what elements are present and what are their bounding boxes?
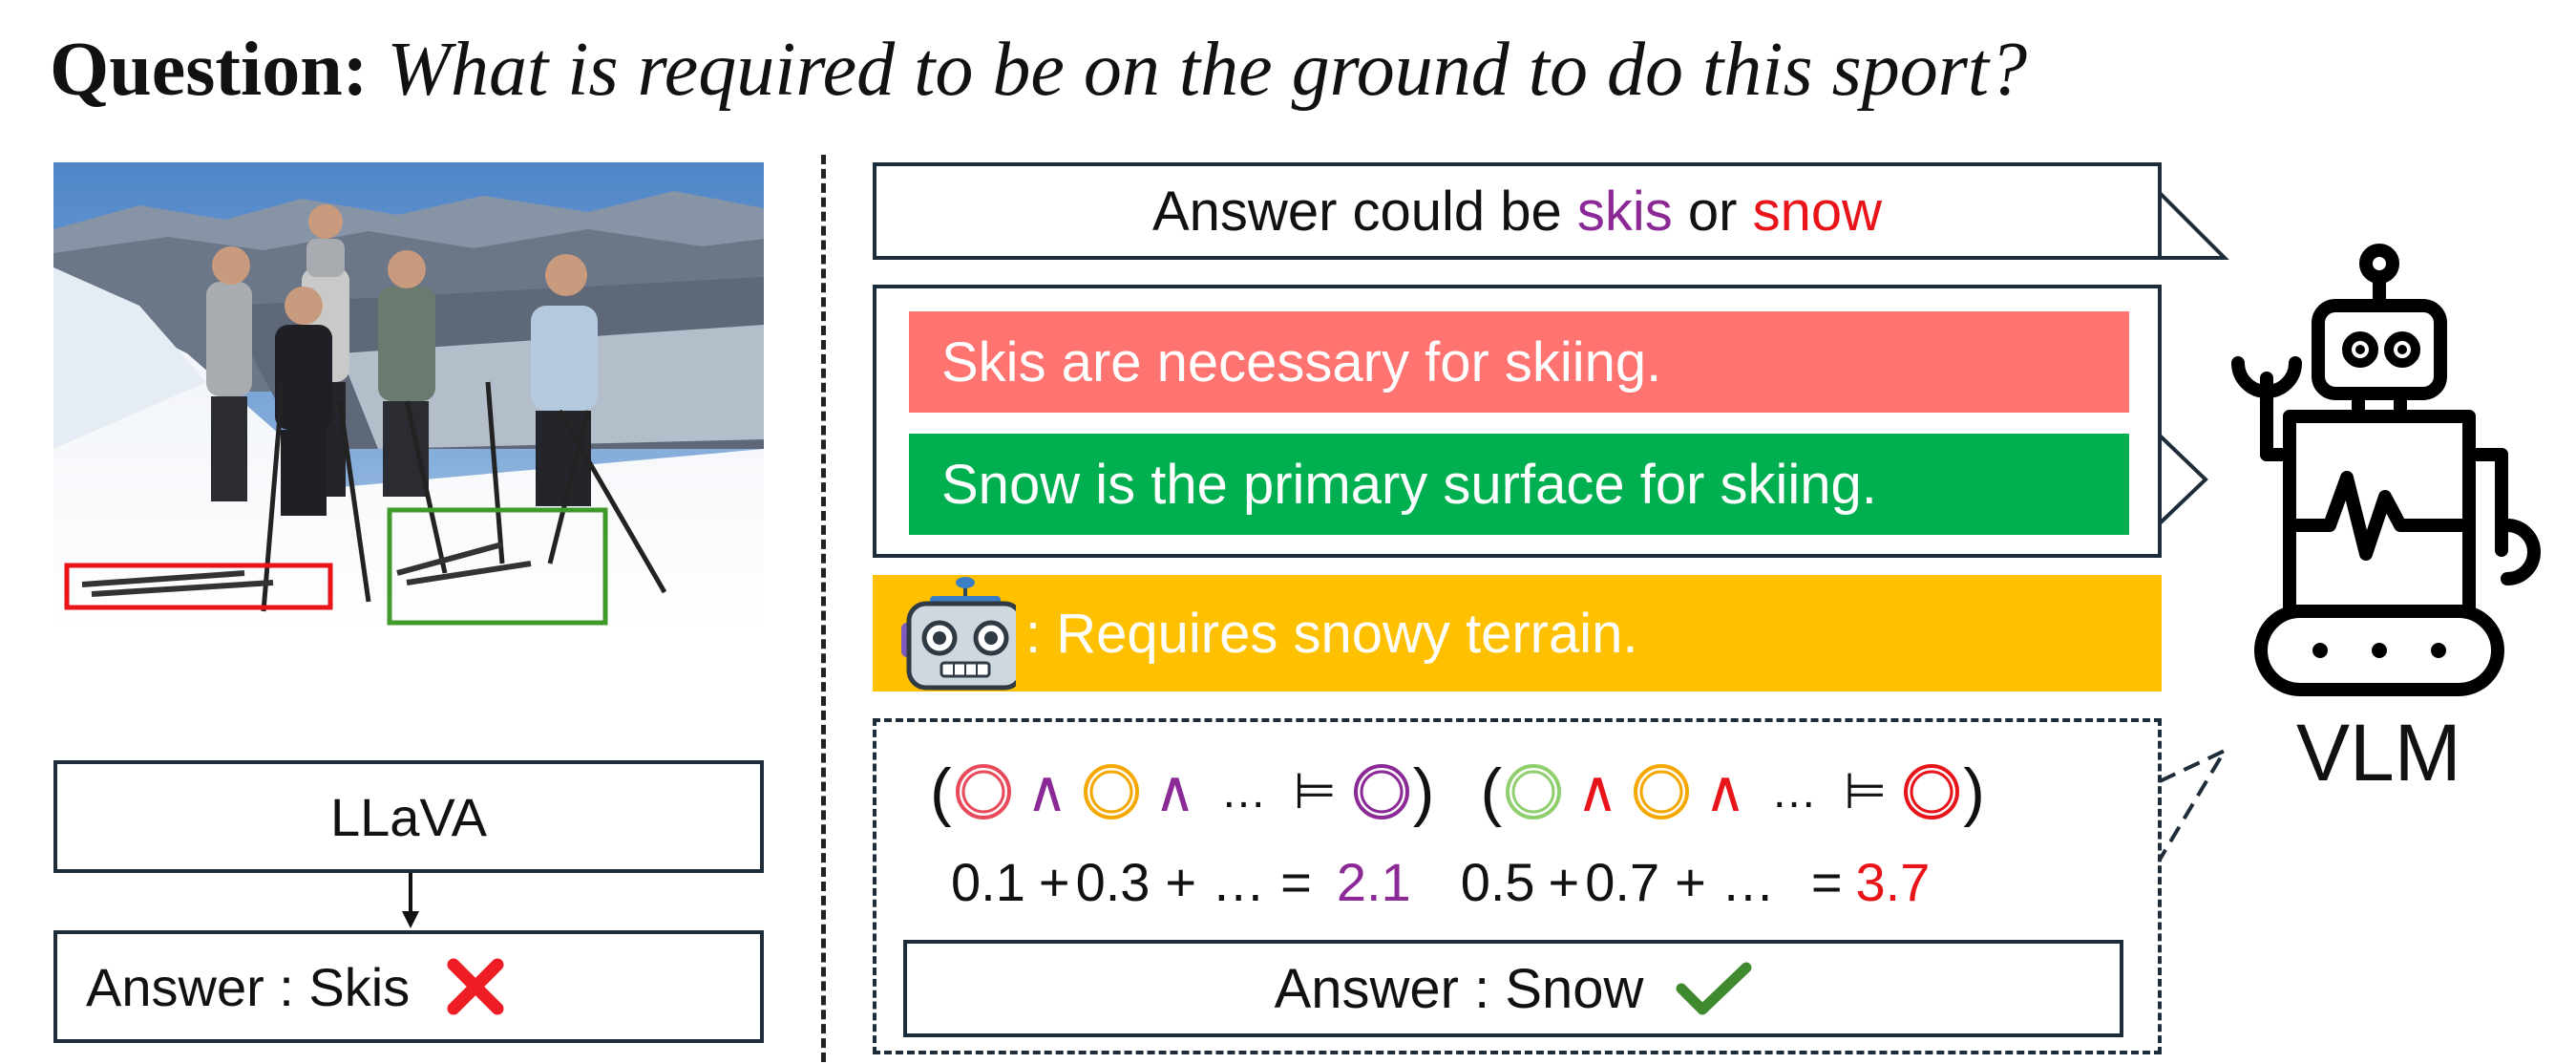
purple-circle-icon (1353, 764, 1409, 819)
sum2-a: 0.5 (1460, 851, 1535, 912)
check-icon (1676, 962, 1752, 1015)
down-arrow (402, 873, 419, 928)
skis-highlight-box (64, 563, 333, 610)
orange-circle-icon (1083, 764, 1139, 819)
formula2-and1: ∧ (1576, 759, 1619, 823)
snow-highlight-box (387, 507, 608, 626)
question: Question: What is required to be on the … (50, 27, 2027, 114)
sum2-dots: … (1721, 851, 1775, 912)
formula1: ( ∧ ∧ … ⊨ ) (930, 755, 1435, 828)
robot-icon (2231, 244, 2541, 696)
llava-answer-box: Answer : Skis (53, 930, 764, 1043)
fact-skis-text: Skis are necessary for skiing. (941, 330, 1662, 394)
final-answer-box: Answer : Snow (903, 940, 2123, 1037)
score-row: 0.1 + 0.3 + … = 2.1 0.5 + 0.7 + … = 3.7 (951, 839, 1930, 925)
facts-bubble: Skis are necessary for skiing. Snow is t… (873, 285, 2162, 558)
divider (821, 155, 826, 1062)
robot-answer-bar: : Requires snowy terrain. (873, 575, 2162, 692)
formula1-and2: ∧ (1153, 759, 1196, 823)
formula1-entails: ⊨ (1293, 764, 1337, 819)
formula1-dots: … (1220, 766, 1267, 818)
sum1-eq: = (1280, 851, 1312, 912)
answer-options-bubble: Answer could be skis or snow (873, 162, 2162, 260)
robot-head-icon (901, 577, 1016, 691)
red-circle-icon (955, 764, 1011, 819)
formula2: ( ∧ ∧ … ⊨ ) (1480, 755, 1985, 828)
reasoning-box: ( ∧ ∧ … ⊨ ) ( ∧ ∧ … ⊨ ) 0.1 + 0.3 + (873, 718, 2162, 1054)
sum1-dots: … (1212, 851, 1266, 912)
option-skis: skis (1576, 180, 1673, 243)
orange-circle-icon (1634, 764, 1690, 819)
sum1-result: 2.1 (1336, 851, 1411, 912)
llava-answer-text: Answer : Skis (86, 956, 411, 1017)
green-circle-icon (1506, 764, 1562, 819)
sum2-result: 3.7 (1855, 851, 1931, 912)
answer-options-middle: or (1672, 180, 1753, 243)
option-snow: snow (1752, 180, 1883, 243)
sum2: 0.5 + 0.7 + … = 3.7 (1461, 851, 1931, 913)
llava-label: LLaVA (330, 786, 487, 847)
sum1: 0.1 + 0.3 + … = 2.1 (951, 851, 1411, 913)
red-circle-icon (1904, 764, 1960, 819)
sum1-a: 0.1 (951, 851, 1025, 912)
fact-skis: Skis are necessary for skiing. (909, 311, 2129, 413)
formula-row: ( ∧ ∧ … ⊨ ) ( ∧ ∧ … ⊨ ) (930, 749, 1985, 835)
fact-snow: Snow is the primary surface for skiing. (909, 434, 2129, 535)
sum2-b: 0.7 (1585, 851, 1660, 912)
fact-snow-text: Snow is the primary surface for skiing. (941, 453, 1877, 516)
sum1-b: 0.3 (1075, 851, 1151, 912)
robot-answer-text: : Requires snowy terrain. (1025, 602, 1638, 665)
sum2-plus2: + (1675, 851, 1706, 912)
llava-box: LLaVA (53, 760, 764, 873)
sum1-plus1: + (1038, 851, 1070, 912)
answer-options-prefix: Answer could be (1151, 180, 1577, 243)
question-text: What is required to be on the ground to … (387, 28, 2028, 112)
sum2-plus1: + (1548, 851, 1580, 912)
vlm-label: VLM (2296, 708, 2461, 798)
formula2-and2: ∧ (1704, 759, 1746, 823)
sum1-plus2: + (1165, 851, 1197, 912)
question-label: Question: (50, 28, 369, 112)
cross-icon (447, 958, 504, 1015)
skiing-photo (53, 162, 764, 636)
formula1-and1: ∧ (1025, 759, 1068, 823)
formula2-dots: … (1770, 766, 1817, 818)
formula2-entails: ⊨ (1843, 764, 1888, 819)
sum2-eq: = (1810, 851, 1843, 912)
final-answer-text: Answer : Snow (1274, 957, 1644, 1020)
